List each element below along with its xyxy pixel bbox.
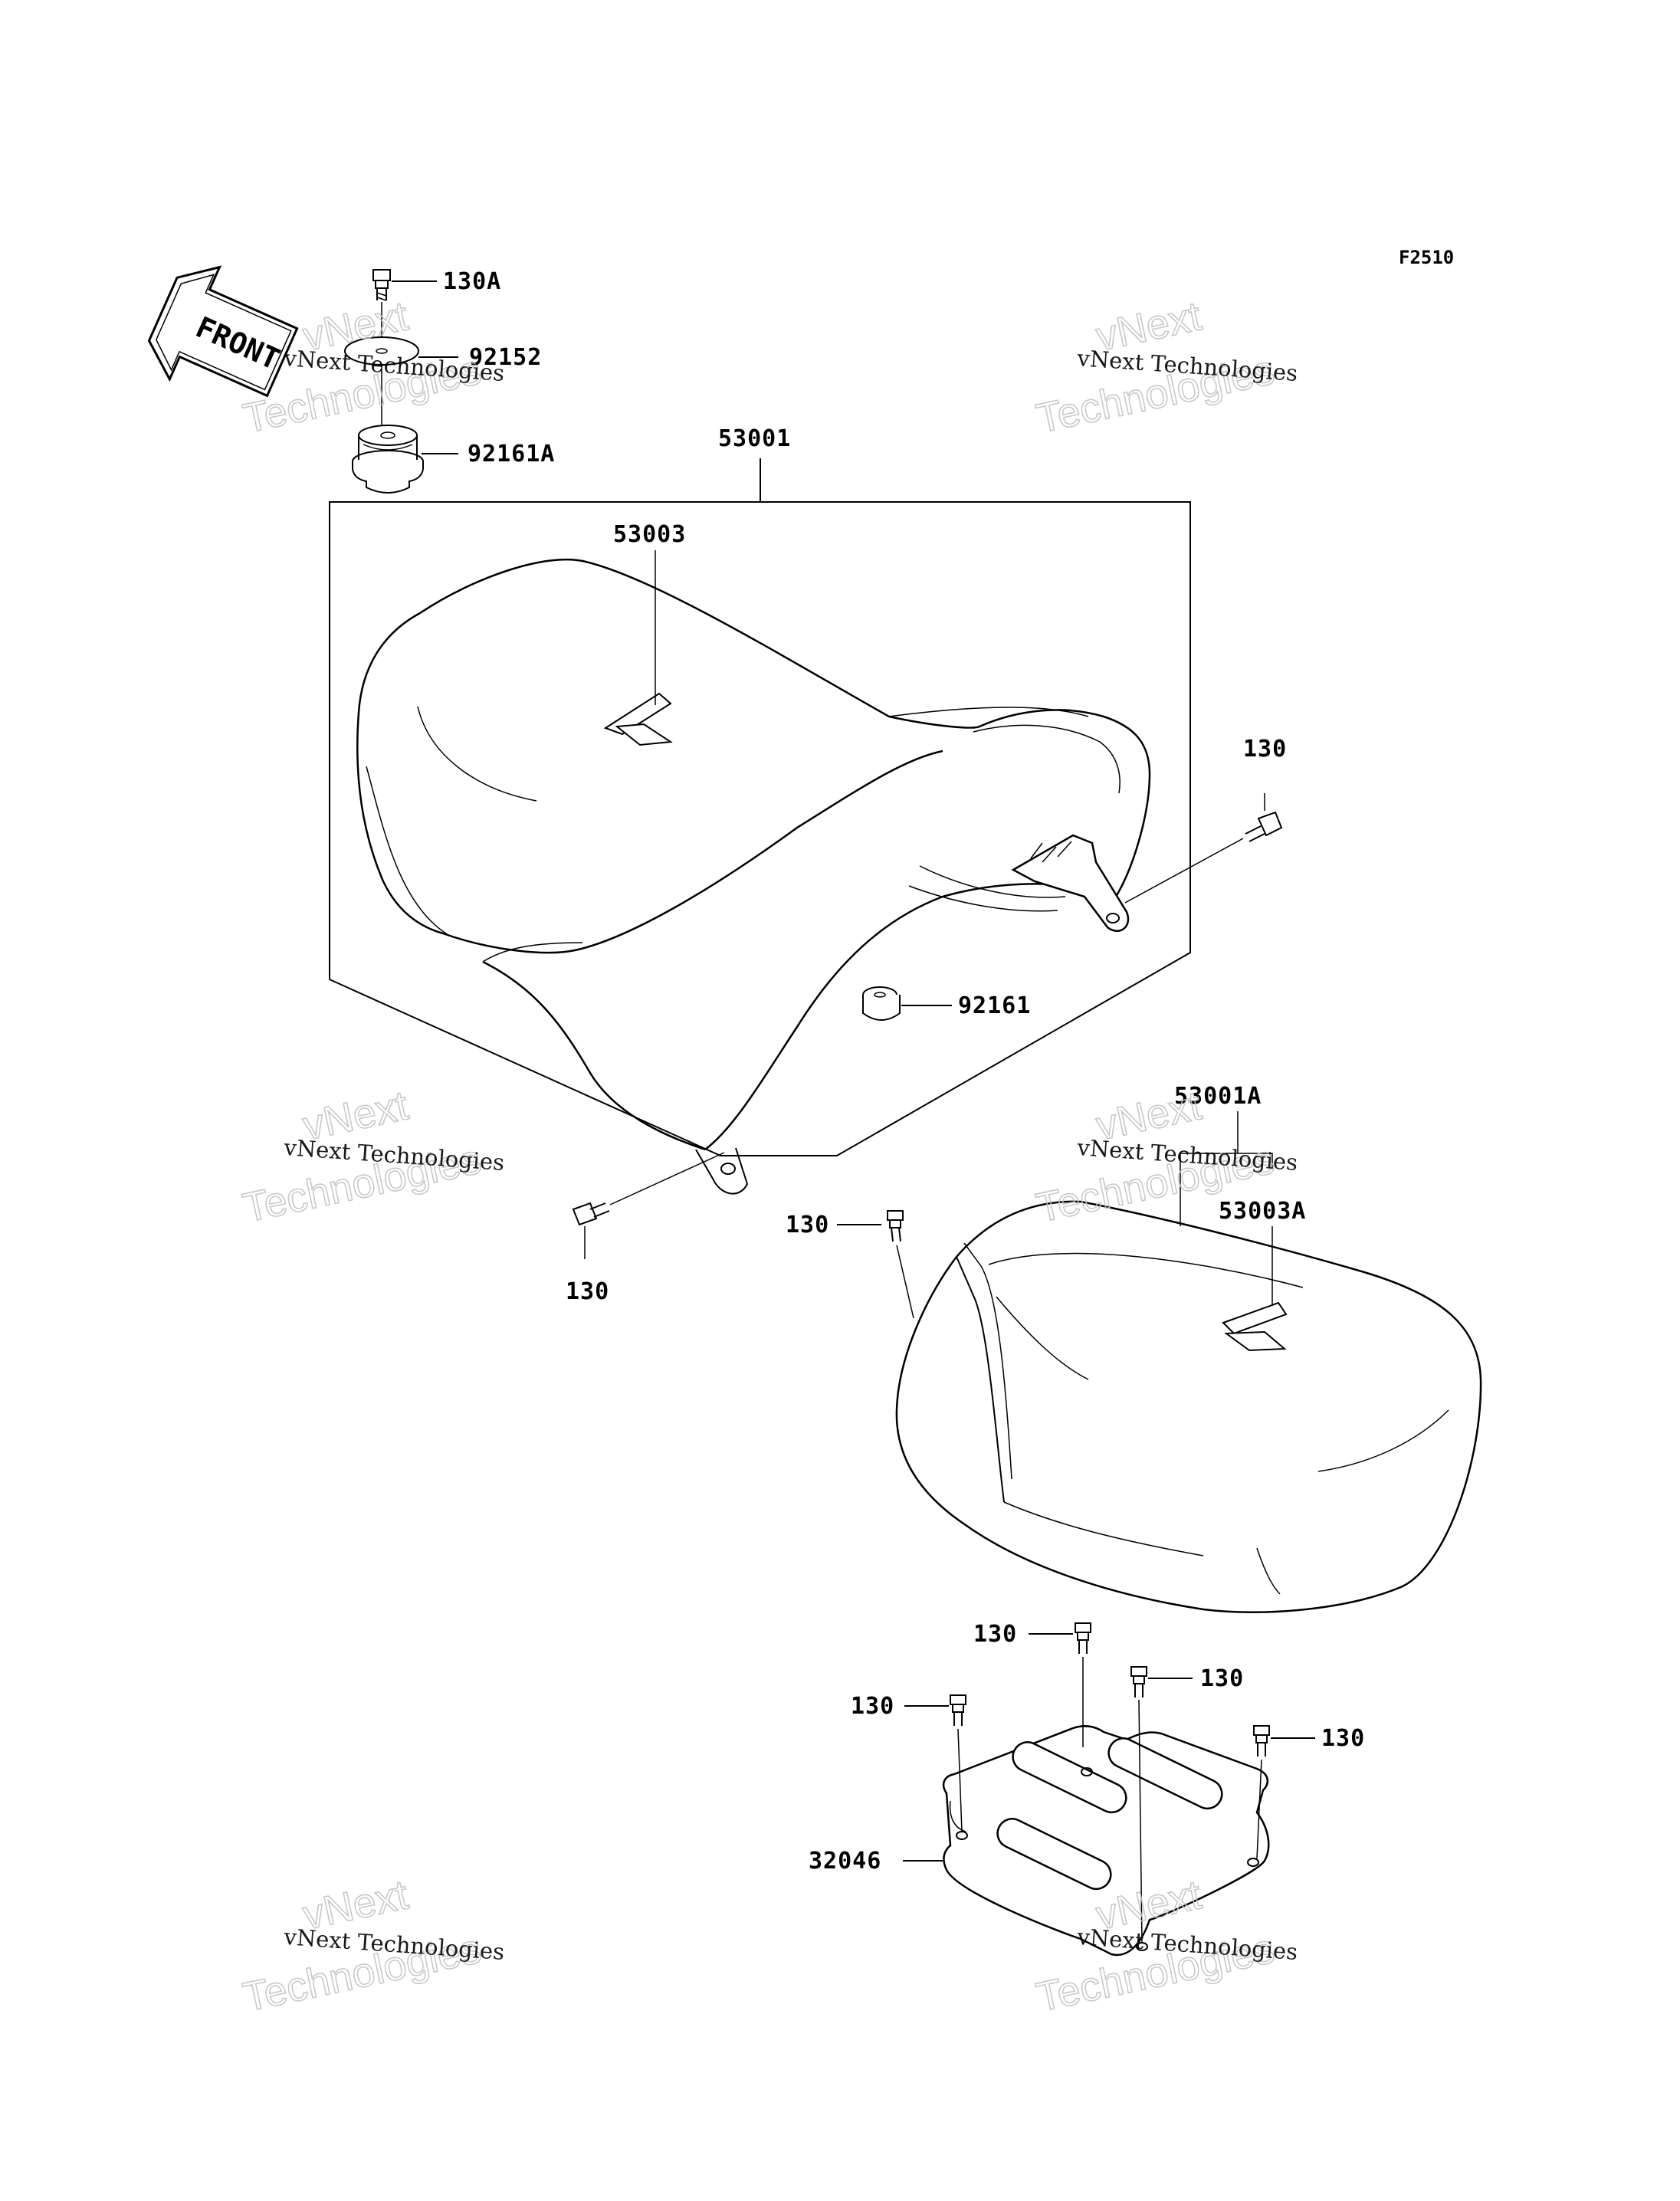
axis-130-right (1124, 838, 1244, 904)
label-130A: 130A (443, 268, 501, 295)
label-53003: 53003 (613, 521, 686, 548)
axis-130-p3 (957, 1728, 963, 1832)
passenger-seat-53001A (895, 1200, 1482, 1613)
bolt-130-p4-icon (1253, 1725, 1270, 1757)
label-130-p3: 130 (851, 1693, 894, 1720)
plate-32046 (942, 1725, 1270, 1957)
label-130-p2: 130 (1200, 1665, 1244, 1692)
label-130-rear: 130 (786, 1212, 829, 1238)
main-seat-53003 (356, 558, 1151, 1195)
bolt-130-lower-icon (572, 1202, 610, 1226)
label-130-lower: 130 (566, 1278, 609, 1305)
label-130-p4: 130 (1321, 1725, 1365, 1752)
bolt-130-rear-icon (887, 1210, 904, 1242)
label-130-p1: 130 (973, 1621, 1017, 1648)
axis-130-p2 (1138, 1699, 1143, 1944)
label-53001: 53001 (718, 425, 791, 452)
bolt-130-p2-icon (1130, 1666, 1147, 1697)
axis-130-p4 (1256, 1759, 1262, 1859)
bolt-130-right-icon (1245, 811, 1283, 842)
label-53003A: 53003A (1219, 1198, 1306, 1225)
front-arrow-icon: FRONT (147, 265, 299, 398)
watermark-bottom-left: vNext Technologies vNext Technologies (238, 1871, 505, 2022)
bolt-130A-icon (372, 269, 391, 301)
axis-130-lower (609, 1152, 725, 1205)
bolt-130-p1-icon (1075, 1622, 1091, 1654)
watermark-mid-left: vNext Technologies vNext Technologies (238, 1082, 505, 1232)
label-130-right: 130 (1243, 736, 1287, 763)
bolt-130-p3-icon (950, 1694, 966, 1726)
bracket-53001A (1180, 1153, 1273, 1169)
label-92152: 92152 (469, 344, 542, 371)
watermark-top-right: vNext Technologies vNext Technologies (1032, 293, 1298, 443)
damper-92161A-icon (352, 425, 424, 494)
label-53001A: 53001A (1174, 1083, 1262, 1110)
assembly-bracket-53001 (329, 458, 1191, 1156)
figure-code: F2510 (1399, 247, 1454, 268)
axis-130-rear (896, 1245, 914, 1319)
label-32046: 32046 (809, 1848, 881, 1875)
label-92161: 92161 (958, 992, 1031, 1019)
label-92161A: 92161A (468, 441, 555, 467)
damper-92161-icon (862, 986, 901, 1021)
